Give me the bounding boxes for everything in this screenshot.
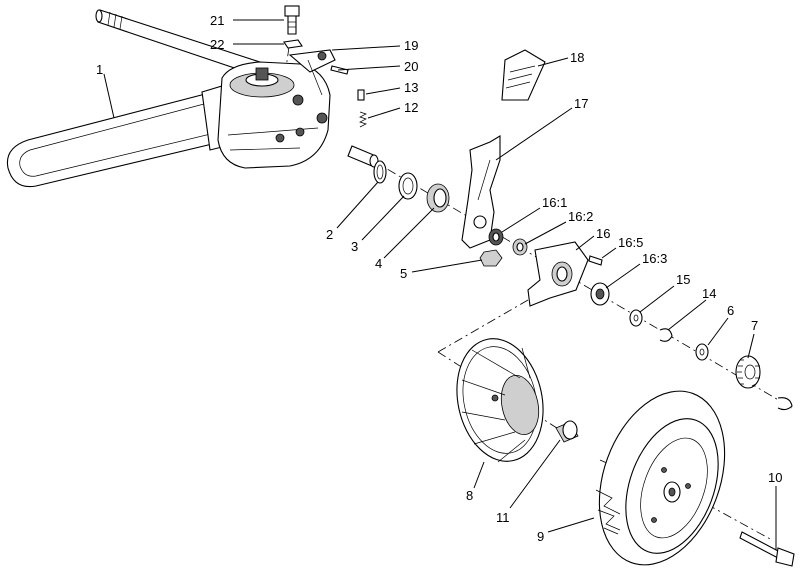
bushing-4 — [426, 183, 450, 213]
leader-lines — [103, 19, 777, 550]
callout-16-5: 16:5 — [618, 235, 643, 250]
bearing-16-1 — [488, 228, 504, 246]
washer-3 — [398, 172, 418, 200]
bolt-21 — [284, 5, 300, 35]
wheel-bolt-10 — [739, 531, 795, 567]
retaining-ring-2 — [373, 160, 387, 184]
wheel-bushing-11 — [555, 420, 579, 443]
spring-12 — [359, 111, 367, 128]
callout-6: 6 — [727, 303, 734, 318]
washer-15 — [629, 309, 643, 327]
pin-16-5 — [588, 255, 603, 266]
output-shaft — [347, 145, 379, 168]
callout-14: 14 — [702, 286, 716, 301]
callout-17: 17 — [574, 96, 588, 111]
end-clip — [777, 397, 793, 411]
callout-1: 1 — [96, 62, 103, 77]
washer-6 — [695, 343, 709, 361]
callout-11: 11 — [496, 510, 510, 525]
key-13 — [357, 89, 365, 101]
callout-18: 18 — [570, 50, 584, 65]
callout-2: 2 — [326, 227, 333, 242]
height-adjust-lever-17 — [461, 135, 501, 249]
nut-5 — [479, 249, 503, 267]
callout-12: 12 — [404, 100, 418, 115]
callout-8: 8 — [466, 488, 473, 503]
callout-9: 9 — [537, 529, 544, 544]
callout-16: 16 — [596, 226, 610, 241]
drive-belt — [6, 84, 251, 188]
callout-13: 13 — [404, 80, 418, 95]
callout-4: 4 — [375, 256, 382, 271]
wheel-cover-8 — [456, 338, 544, 463]
callout-labels: 1 2 3 4 5 6 7 8 9 10 11 12 13 14 15 16 1… — [96, 13, 782, 544]
callout-16-3: 16:3 — [642, 251, 667, 266]
wheel-9 — [595, 390, 726, 566]
washer-22 — [283, 39, 303, 49]
callout-21: 21 — [210, 13, 224, 28]
height-adjust-knob-18 — [501, 49, 546, 101]
callout-16-1: 16:1 — [542, 195, 567, 210]
spacer-16-2 — [512, 238, 528, 256]
callout-5: 5 — [400, 266, 407, 281]
callout-15: 15 — [676, 272, 690, 287]
callout-19: 19 — [404, 38, 418, 53]
clip-14 — [659, 328, 673, 342]
transmission — [217, 49, 336, 169]
callout-22: 22 — [210, 37, 224, 52]
drive-gear-7 — [735, 355, 761, 389]
washer-16-3 — [590, 282, 610, 306]
callout-16-2: 16:2 — [568, 209, 593, 224]
callout-20: 20 — [404, 59, 418, 74]
callout-10: 10 — [768, 470, 782, 485]
callout-7: 7 — [751, 318, 758, 333]
callout-3: 3 — [351, 239, 358, 254]
height-adjust-bracket-16 — [527, 241, 589, 307]
